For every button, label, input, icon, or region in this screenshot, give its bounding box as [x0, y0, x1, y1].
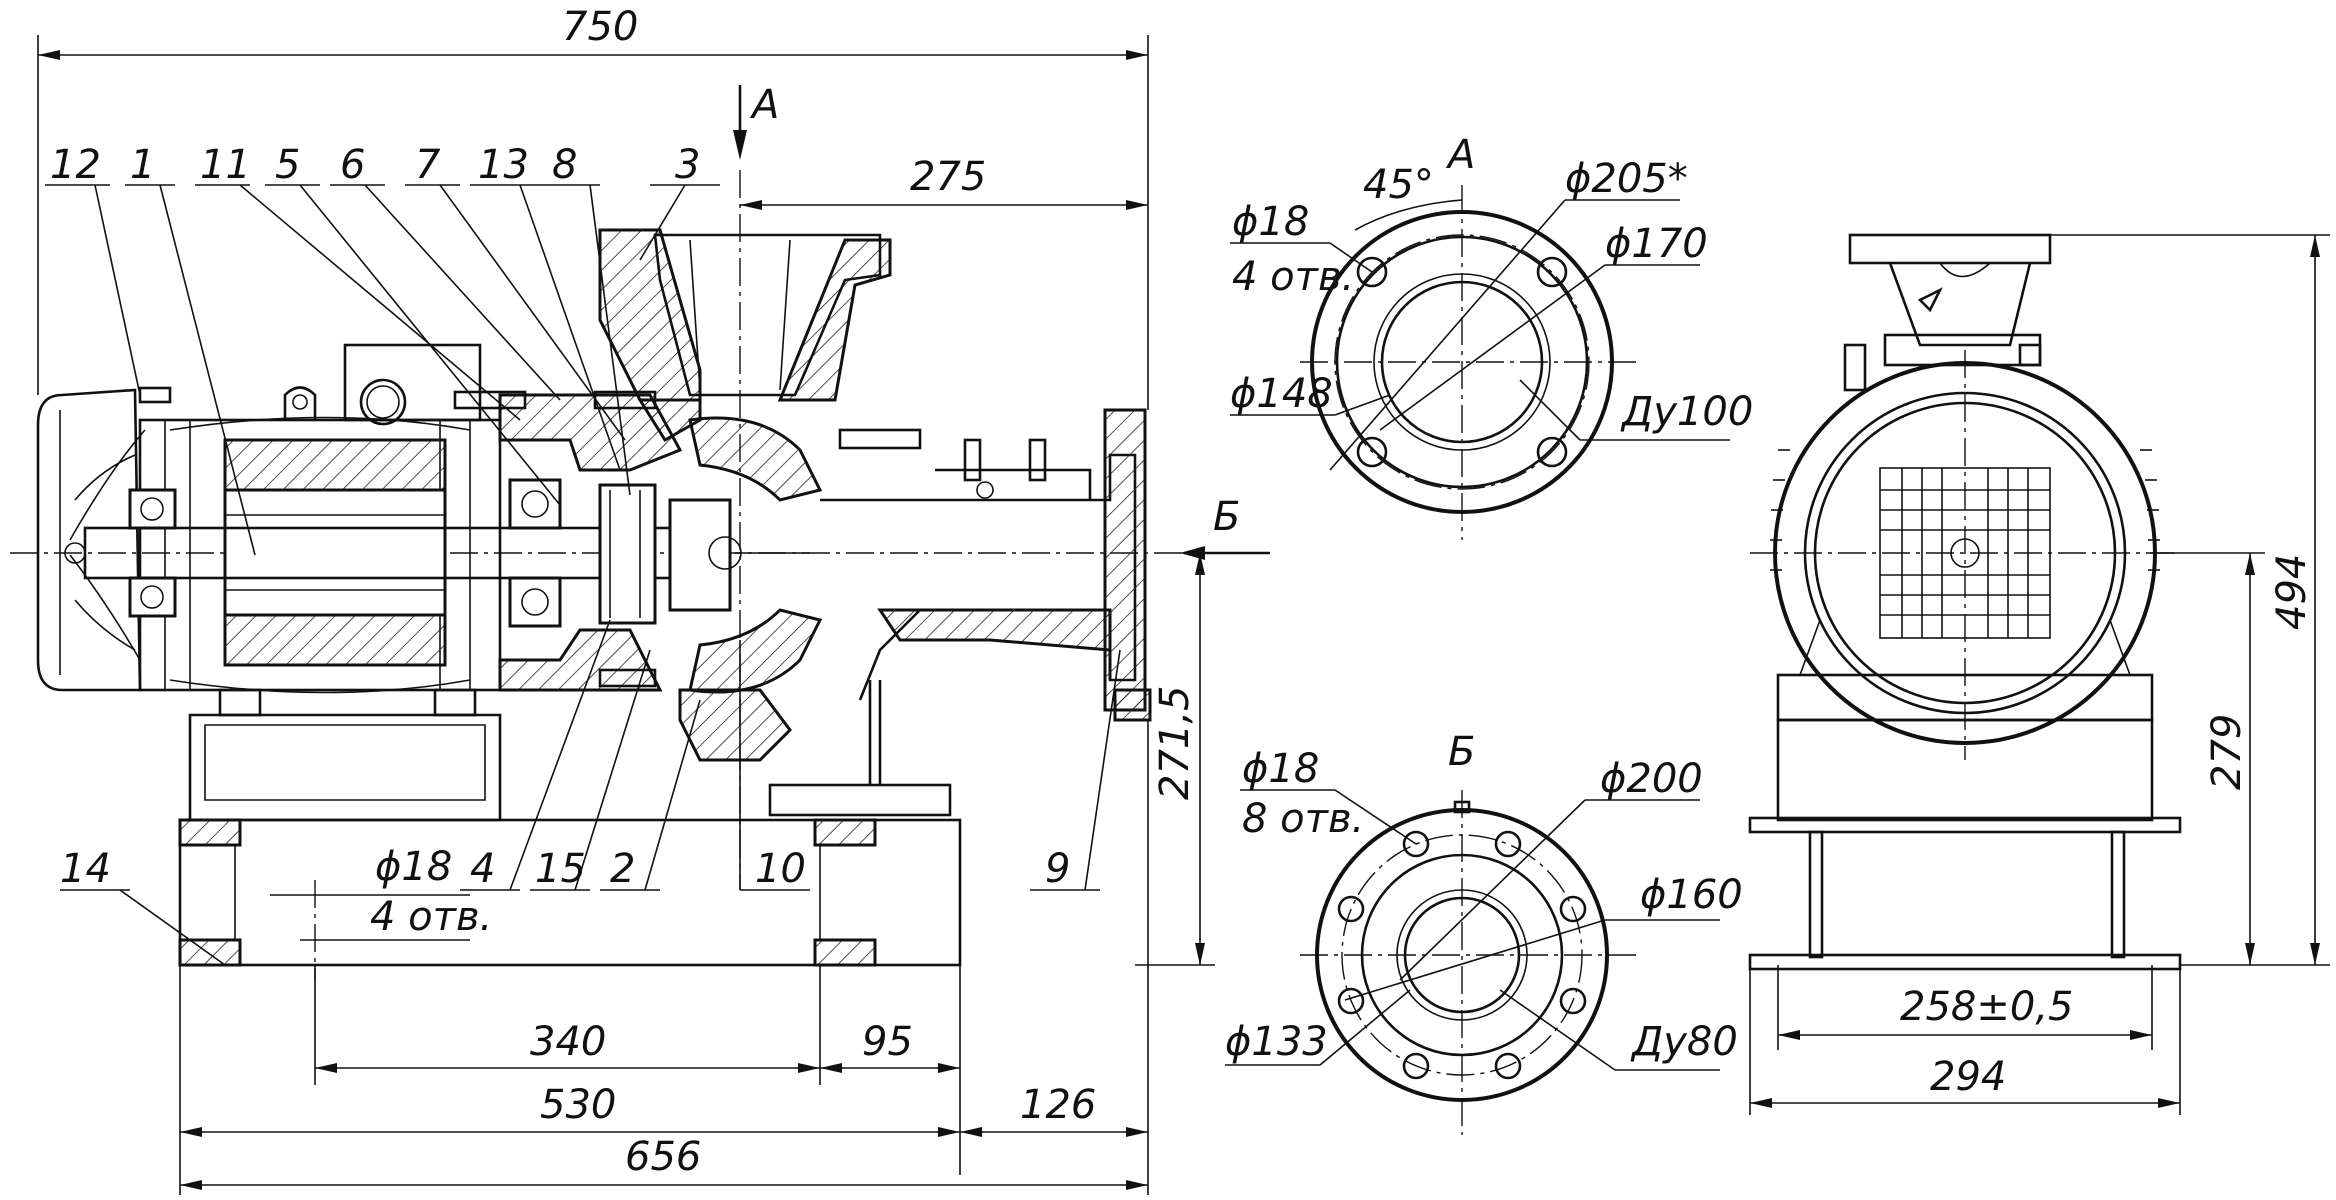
- stator-top: [223, 438, 447, 492]
- fan-cover: [36, 388, 142, 692]
- flange-b-title: Б: [1448, 729, 1475, 775]
- flange-a-angle: 45°: [1363, 162, 1434, 208]
- impeller: [668, 416, 823, 694]
- section-b-marker: Б: [1213, 494, 1240, 540]
- terminal-box: [283, 343, 482, 426]
- fan-blades: [64, 429, 146, 661]
- callout-11: 11: [200, 142, 251, 188]
- callout-2: 2: [610, 846, 635, 892]
- flange-a-outer-dia: ϕ205*: [1565, 156, 1688, 202]
- main-dimensions: 750 275 А Б 271,5 340 95: [37, 4, 1270, 1195]
- flange-a-hole-count: 4 отв.: [1232, 254, 1354, 300]
- flange-a-hole-dia: ϕ18: [1232, 199, 1309, 245]
- front-bearing: [508, 478, 562, 628]
- dim-frame-length: 530: [540, 1082, 616, 1128]
- dim-overall-length: 750: [562, 4, 638, 50]
- dim-inlet-offset: 275: [910, 154, 986, 200]
- callout-5: 5: [275, 142, 300, 188]
- fan-grille: [1879, 467, 2051, 639]
- callout-15: 15: [535, 846, 586, 892]
- dim-side-axis-height: 279: [2204, 714, 2250, 790]
- callout-9: 9: [1045, 846, 1070, 892]
- flange-a-raised-face: ϕ148: [1230, 371, 1333, 417]
- motor-feet: [188, 688, 502, 822]
- flange-b-hole-count: 8 отв.: [1242, 796, 1364, 842]
- flange-a-nominal: Ду100: [1620, 389, 1753, 435]
- dim-base-hole-dia: ϕ18: [375, 844, 452, 890]
- flange-view-b: Б ϕ18: [1225, 729, 1743, 1135]
- mechanical-seal: [598, 483, 657, 625]
- dim-base-length: 656: [625, 1134, 701, 1180]
- flange-a-holes: [1356, 256, 1568, 468]
- callout-6: 6: [340, 142, 365, 188]
- dim-base-hole-count: 4 отв.: [370, 894, 492, 940]
- flange-b-nominal: Ду80: [1630, 1019, 1738, 1065]
- base-frame: [178, 818, 962, 980]
- end-view: 494 279 258±0,5 294: [1748, 233, 2330, 1115]
- dim-frame-end: 95: [862, 1019, 913, 1065]
- discharge-pipe: [820, 408, 1152, 722]
- dim-bolt-spacing: 340: [530, 1019, 606, 1065]
- callout-4: 4: [470, 846, 495, 892]
- end-view-fins: [1770, 449, 2160, 571]
- dim-axis-height: 271,5: [1152, 685, 1198, 800]
- callouts: 12 1 11 5 6 7 13 8 3 14 4 15 2 10 9: [45, 142, 1121, 966]
- dim-side-bolt-spacing: 258±0,5: [1900, 984, 2073, 1030]
- callout-10: 10: [755, 846, 806, 892]
- callout-13: 13: [478, 142, 529, 188]
- section-a-marker: А: [749, 82, 779, 128]
- flange-b-holes: [1337, 830, 1587, 1080]
- end-view-stand: [1748, 619, 2182, 971]
- flange-b-outer-dia: ϕ200: [1600, 756, 1703, 802]
- side-section-view: [10, 170, 1270, 980]
- flange-a-bolt-circle: ϕ170: [1605, 221, 1708, 267]
- flange-a-title: А: [1445, 132, 1475, 178]
- callout-8: 8: [552, 142, 577, 188]
- callout-7: 7: [415, 142, 441, 188]
- inlet-nozzle: [653, 233, 882, 397]
- flange-b-hole-dia: ϕ18: [1242, 746, 1319, 792]
- studs: [838, 428, 1092, 500]
- stator-bottom: [223, 613, 447, 667]
- callout-12: 12: [50, 142, 101, 188]
- motor-fins: [164, 416, 471, 694]
- dim-overall-height: 494: [2269, 554, 2315, 630]
- dim-side-base-width: 294: [1930, 1054, 2006, 1100]
- flange-b-raised-face: ϕ133: [1225, 1019, 1328, 1065]
- rear-bearing: [128, 488, 177, 618]
- callout-1: 1: [130, 142, 155, 188]
- flange-b-bolt-circle: ϕ160: [1640, 872, 1743, 918]
- callout-14: 14: [60, 846, 111, 892]
- flange-view-a: А 45° ϕ18 4 отв. ϕ2: [1230, 132, 1753, 540]
- motor-housing: [138, 418, 502, 692]
- callout-3: 3: [675, 142, 700, 188]
- dim-overhang: 126: [1020, 1082, 1096, 1128]
- bracket-bolts: [138, 386, 657, 688]
- pump-support: [768, 680, 952, 817]
- rotor: [223, 488, 447, 617]
